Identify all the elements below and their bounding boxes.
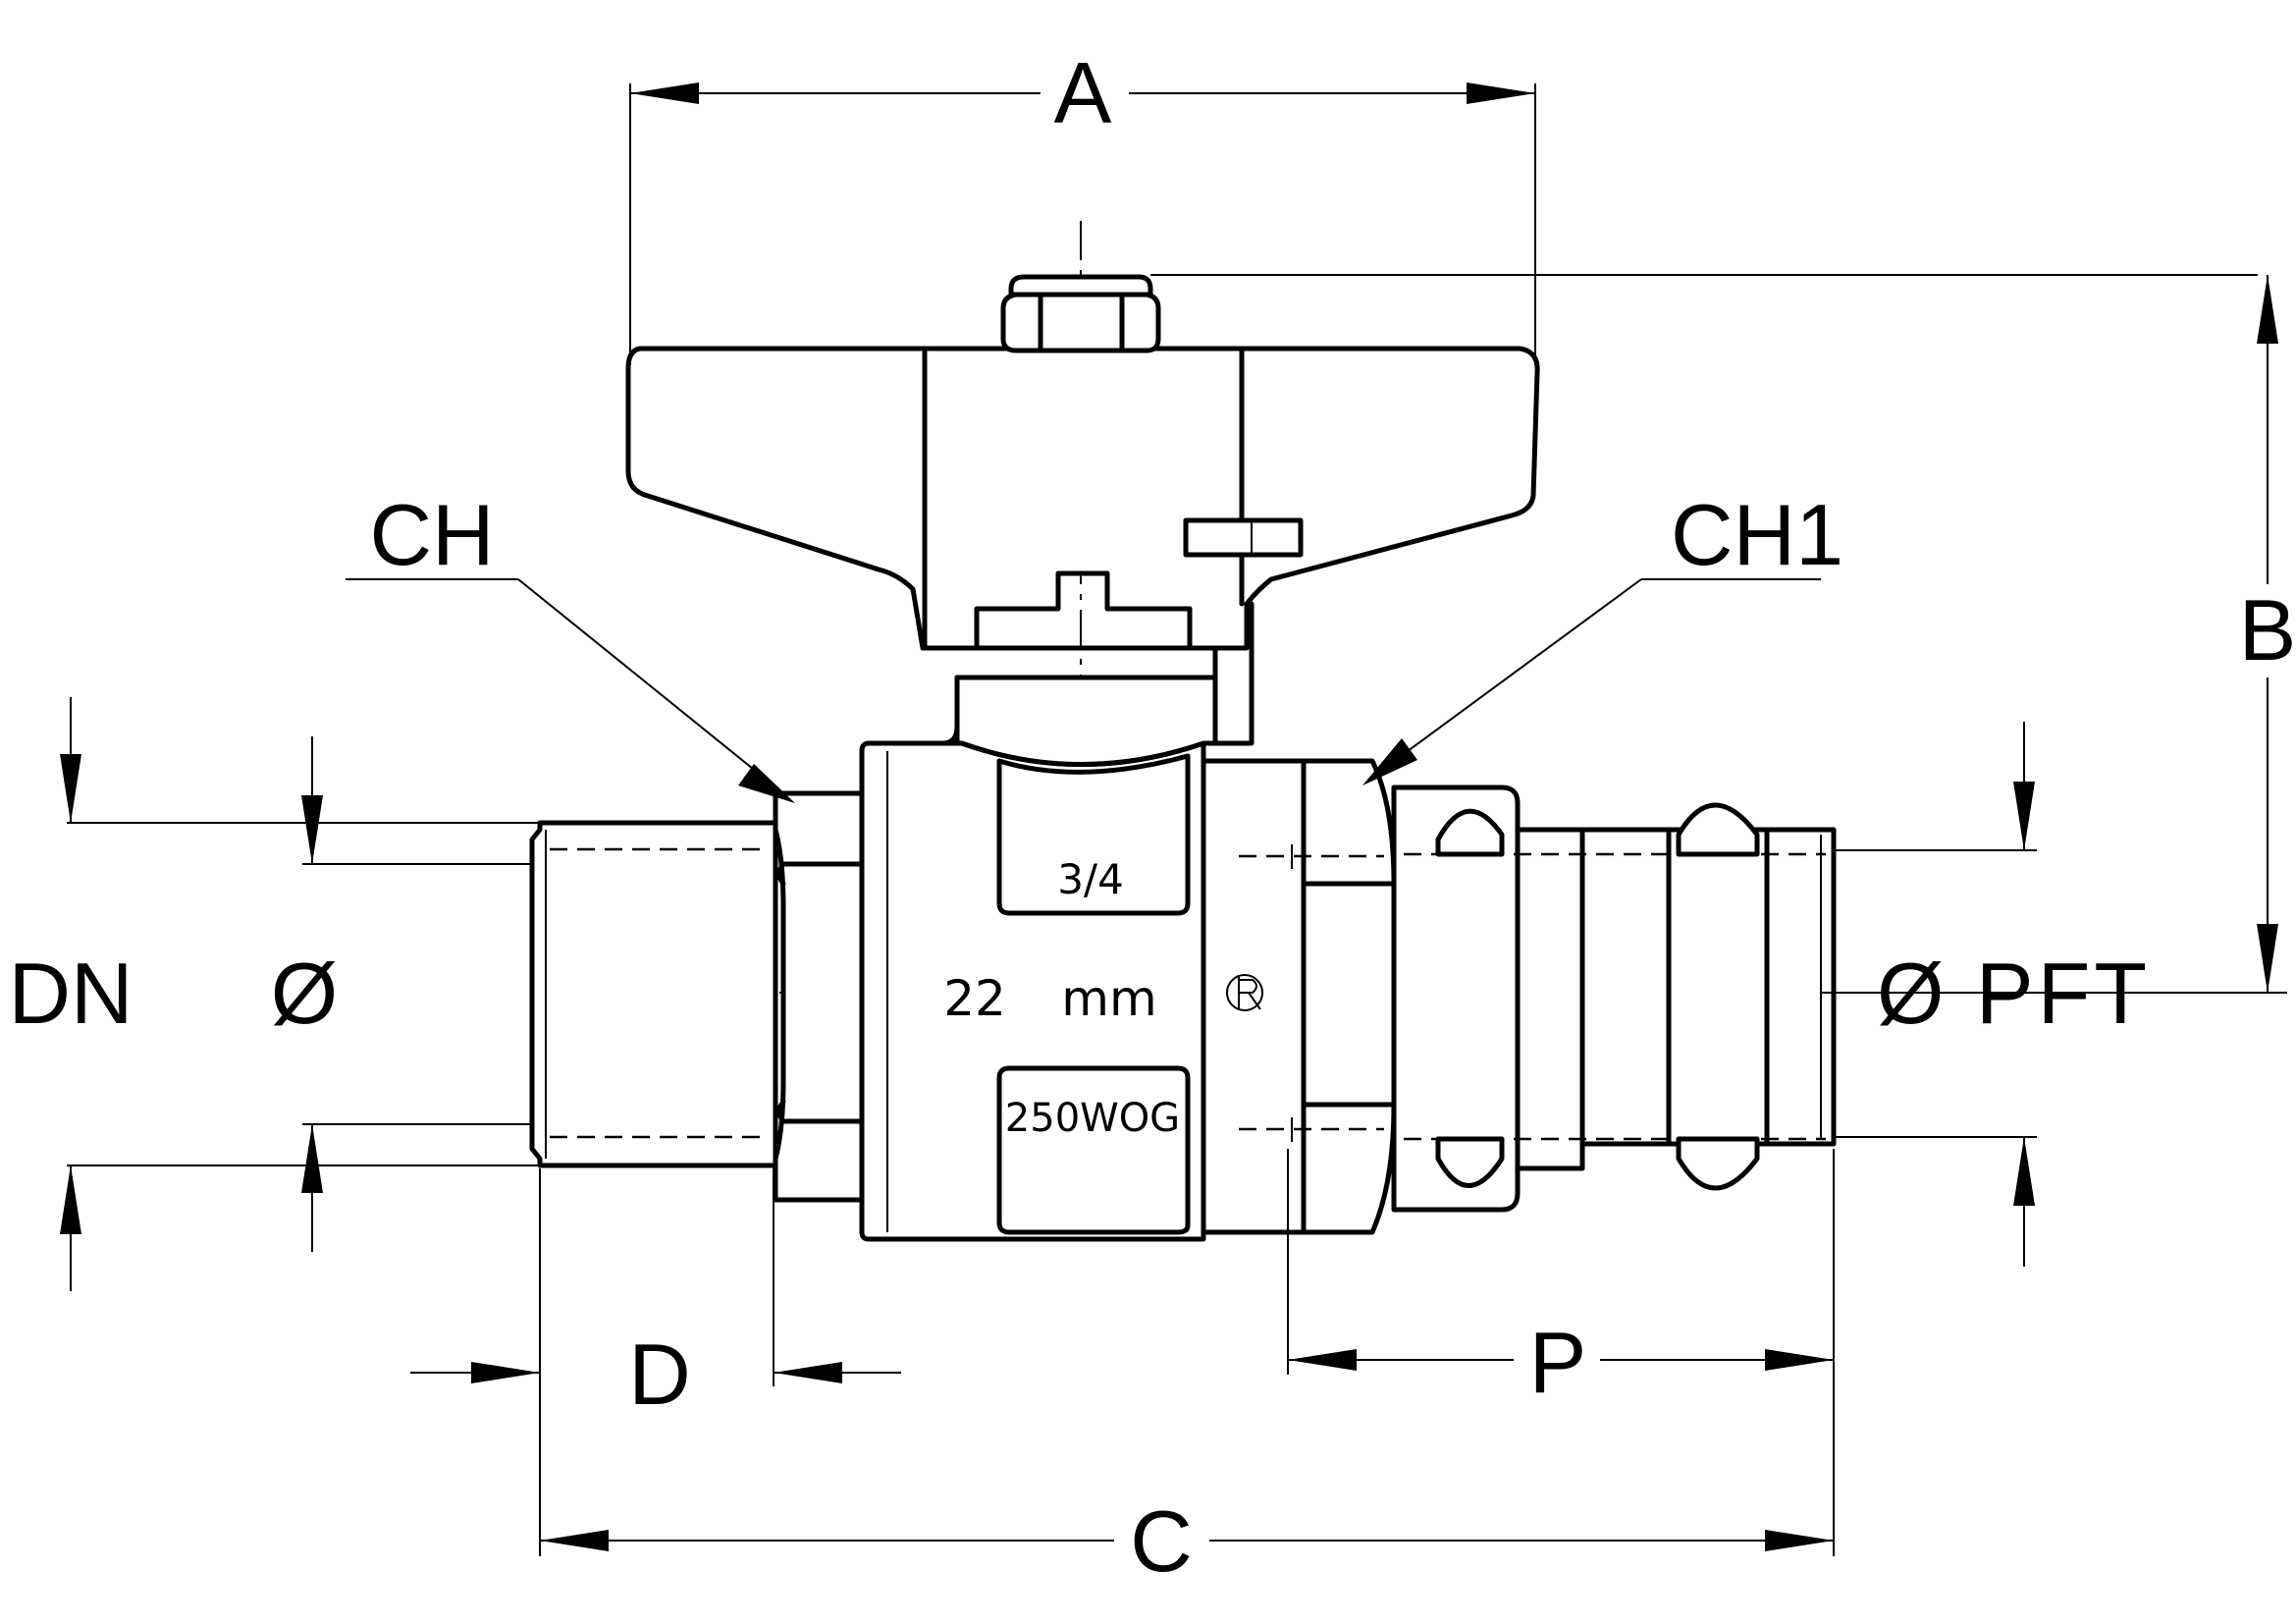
- dimension-label-a: A: [1054, 44, 1112, 141]
- dimension-label-p: P: [1529, 1314, 1587, 1411]
- press-fitting-end: [1391, 785, 1837, 1213]
- dimension-d: D: [410, 1168, 901, 1423]
- dimension-label-ch1: CH1: [1671, 486, 1843, 583]
- hex-nut-ch1: [1201, 758, 1397, 1235]
- dimension-dn: DN: [8, 697, 540, 1291]
- body-markings: 3/4 22 mm 250WOG: [943, 855, 1263, 1141]
- dimension-diameter-pft: Ø PFT: [1834, 722, 2151, 1267]
- marking-pressure: 250WOG: [1005, 1096, 1180, 1141]
- dimension-b: B: [1150, 274, 2296, 994]
- marking-pipe-diameter: 22: [943, 970, 1006, 1027]
- leader-ch: CH: [346, 486, 795, 803]
- dimension-diameter: Ø: [271, 736, 530, 1252]
- maker-logo-icon: [1226, 974, 1263, 1011]
- dimension-label-b: B: [2239, 581, 2296, 678]
- stem-nut: [1000, 274, 1161, 353]
- stem-neck: [939, 601, 1255, 767]
- dimension-label-diameter: Ø: [271, 945, 338, 1042]
- valve-body: [859, 740, 1206, 1242]
- dimension-label-c: C: [1130, 1492, 1193, 1590]
- marking-unit: mm: [1061, 970, 1156, 1027]
- male-thread-end: [529, 820, 778, 1168]
- dimension-p: P: [1287, 1149, 1834, 1411]
- dimension-c: C: [539, 1149, 1835, 1590]
- valve: [529, 274, 1837, 1242]
- dimension-label-diameter-pft: Ø PFT: [1877, 945, 2151, 1042]
- leader-ch1: CH1: [1362, 486, 1843, 785]
- dimension-label-d: D: [628, 1326, 691, 1423]
- marking-size: 3/4: [1057, 855, 1124, 903]
- dimension-label-dn: DN: [8, 945, 133, 1042]
- hex-nut-ch: [773, 790, 865, 1203]
- dimension-label-ch: CH: [369, 486, 494, 583]
- butterfly-handle: [625, 346, 1540, 680]
- dimension-a: A: [629, 44, 1536, 365]
